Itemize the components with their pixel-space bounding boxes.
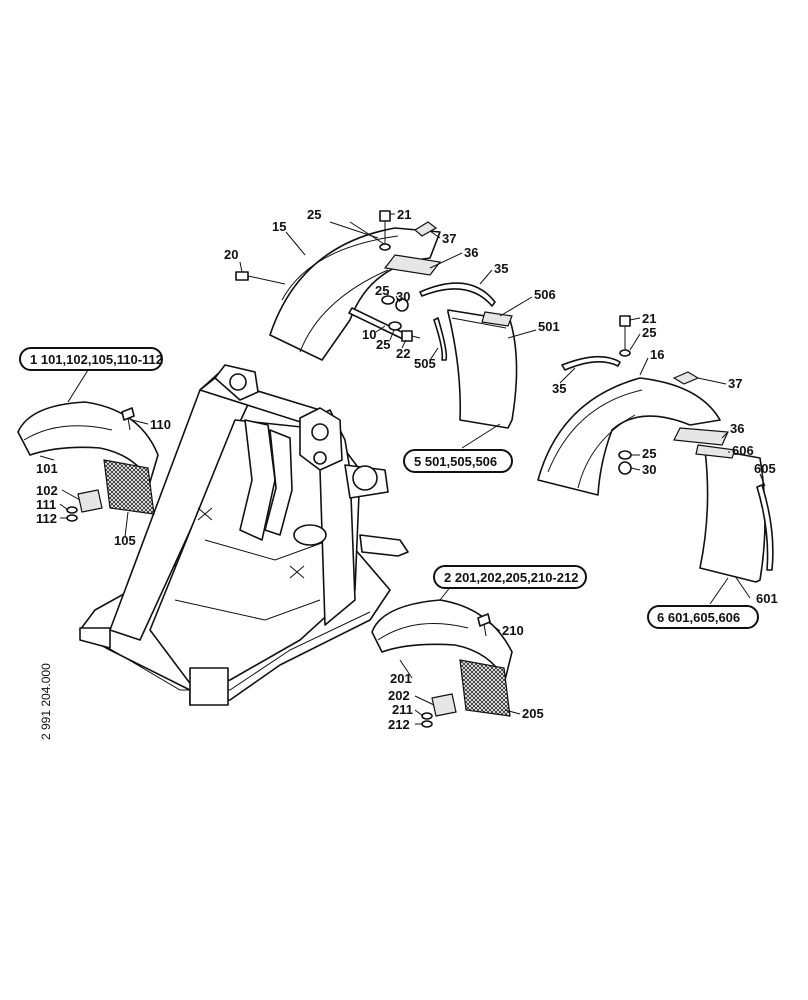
leader-lines <box>39 213 766 725</box>
group-label-6: 6 601,605,606 <box>657 610 740 625</box>
callout-35: 35 <box>552 381 566 396</box>
mudflap-501 <box>433 309 518 429</box>
mudflap-205 <box>459 659 511 717</box>
callout-25: 25 <box>376 337 390 352</box>
callout-36: 36 <box>730 421 744 436</box>
callout-25: 25 <box>307 207 321 222</box>
callout-102: 102 <box>36 483 58 498</box>
callout-21: 21 <box>397 207 411 222</box>
callout-37: 37 <box>442 231 456 246</box>
callout-105: 105 <box>114 533 136 548</box>
callout-112: 112 <box>36 511 57 526</box>
callout-15: 15 <box>272 219 286 234</box>
fender-16 <box>537 315 729 496</box>
callout-110: 110 <box>150 417 171 432</box>
callout-20: 20 <box>224 247 238 262</box>
strip-605 <box>756 484 774 571</box>
callout-505: 505 <box>414 356 436 371</box>
callout-labels: 15 25 21 37 36 20 35 506 25 30 501 10 25… <box>36 207 778 732</box>
callout-10: 10 <box>362 327 376 342</box>
callout-25: 25 <box>375 283 389 298</box>
shim-36a <box>383 254 442 276</box>
vehicle-frame <box>79 364 409 706</box>
callout-111: 111 <box>36 497 56 512</box>
callout-21: 21 <box>642 311 656 326</box>
callout-202: 202 <box>388 688 410 703</box>
callout-101: 101 <box>36 461 58 476</box>
callout-601: 601 <box>756 591 778 606</box>
fender-101 <box>17 401 159 522</box>
callout-30: 30 <box>642 462 656 477</box>
drawing-number: 2 991 204.000 <box>39 663 53 740</box>
callout-36: 36 <box>464 245 478 260</box>
group-label-2: 2 201,202,205,210-212 <box>444 570 578 585</box>
strip-505 <box>433 317 448 361</box>
callout-201: 201 <box>390 671 412 686</box>
callout-211: 211 <box>392 702 413 717</box>
callout-30: 30 <box>396 289 410 304</box>
group-labels: 1 101,102,105,110-112 2 201,202,205,210-… <box>19 347 759 629</box>
callout-22: 22 <box>396 346 410 361</box>
fender-201 <box>371 599 513 728</box>
callout-25: 25 <box>642 325 656 340</box>
callout-16: 16 <box>650 347 664 362</box>
group-label-1: 1 101,102,105,110-112 <box>30 352 163 367</box>
callout-37: 37 <box>728 376 742 391</box>
mudflap-105 <box>103 459 155 515</box>
callout-210: 210 <box>502 623 524 638</box>
callout-605: 605 <box>754 461 776 476</box>
fender-15 <box>269 227 442 361</box>
callout-25: 25 <box>642 446 656 461</box>
callout-205: 205 <box>522 706 544 721</box>
callout-212: 212 <box>388 717 410 732</box>
strip-606 <box>695 444 736 459</box>
callout-35: 35 <box>494 261 508 276</box>
group-label-5: 5 501,505,506 <box>414 454 497 469</box>
callout-501: 501 <box>538 319 560 334</box>
callout-506: 506 <box>534 287 556 302</box>
callout-606: 606 <box>732 443 754 458</box>
mudflap-601 <box>695 444 774 583</box>
